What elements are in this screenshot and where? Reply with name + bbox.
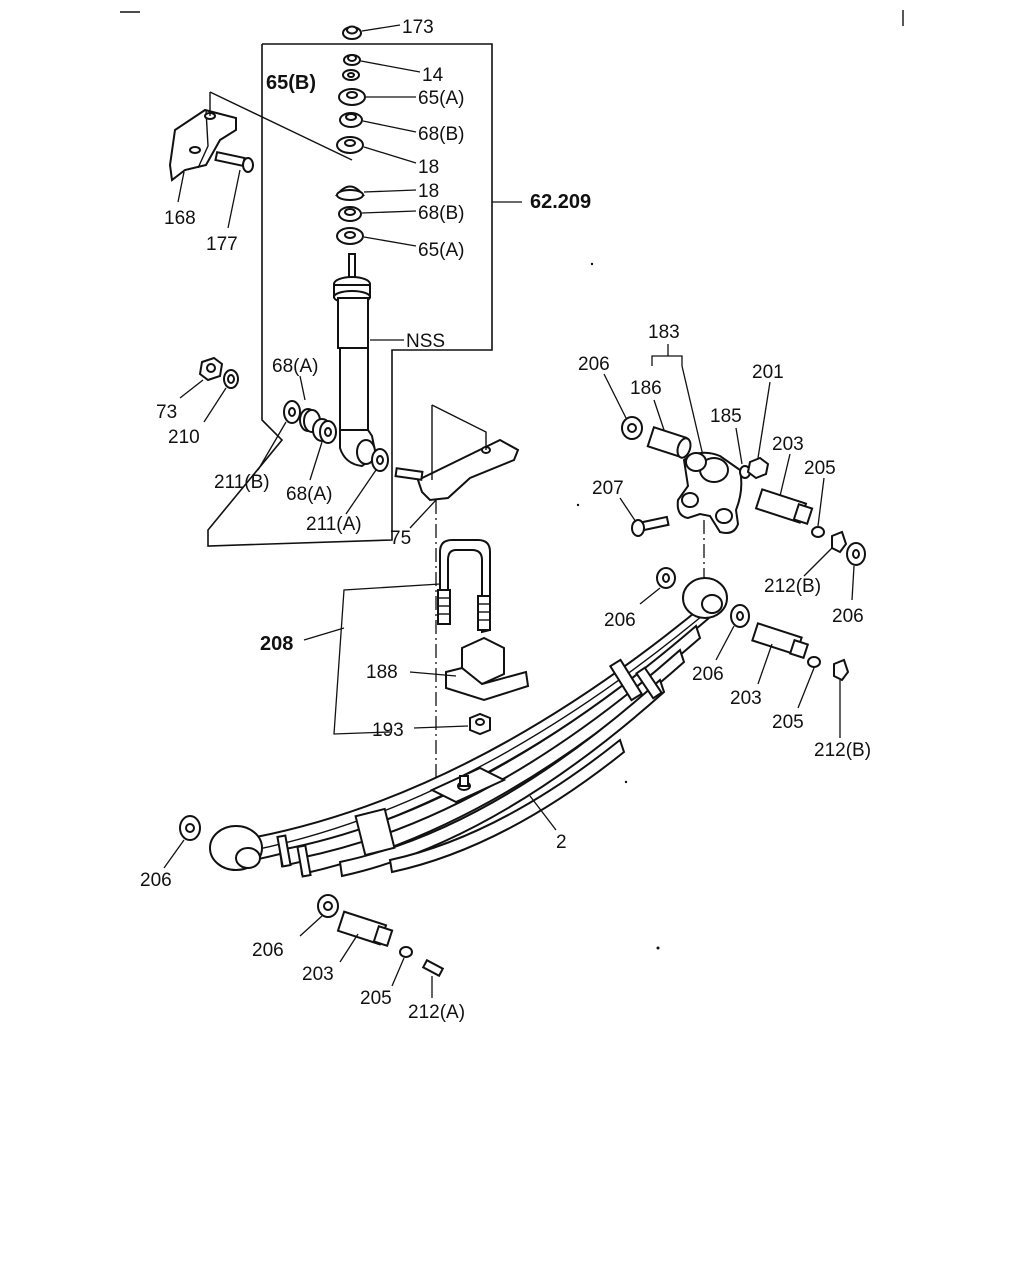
pin-203-middle bbox=[751, 622, 810, 685]
bushing-186 bbox=[646, 399, 692, 459]
clip-212b-middle bbox=[833, 658, 850, 738]
label-18-lower: 18 bbox=[418, 181, 439, 202]
label-68a-upper: 68(A) bbox=[272, 356, 318, 377]
washer-206-upper-right bbox=[846, 542, 866, 601]
label-203-upper: 203 bbox=[772, 434, 804, 455]
part-labels: 173 14 65(B) 65(A) 68(B) 18 18 62.209 68… bbox=[140, 17, 871, 1023]
grease-fitting-205-upper bbox=[811, 477, 825, 538]
shackle-183 bbox=[651, 344, 743, 534]
label-186: 186 bbox=[630, 378, 662, 399]
label-185: 185 bbox=[710, 406, 742, 427]
label-nss: NSS bbox=[406, 331, 445, 352]
label-206-shackle: 206 bbox=[578, 354, 610, 375]
washer-206-front-eye bbox=[639, 567, 676, 605]
clip-212b-upper bbox=[803, 530, 848, 577]
washer-206-lower bbox=[299, 894, 339, 937]
label-18-upper: 18 bbox=[418, 157, 439, 178]
label-205-lower: 205 bbox=[360, 988, 392, 1009]
label-211b: 211(B) bbox=[214, 472, 270, 493]
bracket-168 bbox=[168, 91, 353, 203]
leaf-spring-2 bbox=[209, 577, 728, 878]
retainer-18-upper bbox=[336, 136, 417, 164]
u-bolt bbox=[437, 539, 491, 634]
label-193: 193 bbox=[372, 720, 404, 741]
label-201: 201 bbox=[752, 362, 784, 383]
washer-210 bbox=[203, 369, 239, 423]
grease-fitting-205-middle bbox=[797, 656, 821, 709]
label-212b-middle: 212(B) bbox=[814, 740, 871, 761]
label-206-middle: 206 bbox=[692, 664, 724, 685]
label-206-lower: 206 bbox=[252, 940, 284, 961]
label-206-upper-right: 206 bbox=[832, 606, 864, 627]
label-62-209: 62.209 bbox=[530, 191, 591, 213]
washer-65a-lower bbox=[336, 227, 417, 247]
label-205-upper: 205 bbox=[804, 458, 836, 479]
label-65a-lower: 65(A) bbox=[418, 240, 464, 261]
washer-65b bbox=[342, 69, 360, 81]
nut-14 bbox=[343, 54, 421, 73]
seat-188 bbox=[409, 636, 530, 702]
label-2: 2 bbox=[556, 832, 567, 853]
label-183: 183 bbox=[648, 322, 680, 343]
label-206-front-eye: 206 bbox=[604, 610, 636, 631]
label-206-rear-eye: 206 bbox=[140, 870, 172, 891]
bolt-177 bbox=[214, 150, 254, 229]
label-65a-upper: 65(A) bbox=[418, 88, 464, 109]
bracket-75 bbox=[394, 404, 520, 529]
label-65b: 65(B) bbox=[266, 72, 316, 94]
label-168: 168 bbox=[164, 208, 196, 229]
shock-absorber bbox=[333, 253, 404, 468]
label-208: 208 bbox=[260, 633, 293, 655]
shock-kit-frame bbox=[207, 43, 522, 547]
pin-203-lower bbox=[336, 910, 394, 963]
label-73: 73 bbox=[156, 402, 177, 423]
label-68a-lower: 68(A) bbox=[286, 484, 332, 505]
label-203-middle: 203 bbox=[730, 688, 762, 709]
bolt-207 bbox=[619, 497, 670, 537]
label-212b-upper: 212(B) bbox=[764, 576, 821, 597]
nut-201 bbox=[746, 381, 771, 480]
retainer-18-lower bbox=[334, 185, 417, 201]
label-188: 188 bbox=[366, 662, 398, 683]
pin-203-upper bbox=[754, 453, 814, 526]
u-bolt-group-208 bbox=[303, 583, 441, 735]
label-203-lower: 203 bbox=[302, 964, 334, 985]
label-210: 210 bbox=[168, 427, 200, 448]
label-212a: 212(A) bbox=[408, 1002, 465, 1023]
washer-211a bbox=[345, 448, 389, 515]
nut-193 bbox=[413, 712, 491, 736]
label-173: 173 bbox=[402, 17, 434, 38]
label-14: 14 bbox=[422, 65, 444, 86]
bushing-68b-lower bbox=[338, 206, 417, 222]
spring-washer-185 bbox=[735, 427, 751, 479]
scan-specks bbox=[576, 262, 660, 950]
bushing-68b-upper bbox=[339, 112, 417, 133]
washer-206-middle bbox=[715, 604, 750, 661]
washer-211b bbox=[257, 400, 301, 471]
label-211a: 211(A) bbox=[306, 514, 362, 535]
label-75: 75 bbox=[390, 528, 411, 549]
nut-173 bbox=[342, 24, 401, 40]
grease-nipple-212a bbox=[421, 958, 445, 998]
bushing-68a-inner bbox=[309, 418, 337, 481]
washer-206-rear-eye bbox=[163, 815, 201, 869]
scan-marks bbox=[120, 10, 904, 26]
label-207: 207 bbox=[592, 478, 624, 499]
label-177: 177 bbox=[206, 234, 238, 255]
label-205-middle: 205 bbox=[772, 712, 804, 733]
label-68b-lower: 68(B) bbox=[418, 203, 464, 224]
washer-65a-upper bbox=[338, 88, 416, 106]
nut-73 bbox=[179, 356, 224, 399]
washer-206-shackle bbox=[603, 373, 643, 440]
label-68b-upper: 68(B) bbox=[418, 124, 464, 145]
grease-fitting-205-lower bbox=[391, 946, 413, 987]
